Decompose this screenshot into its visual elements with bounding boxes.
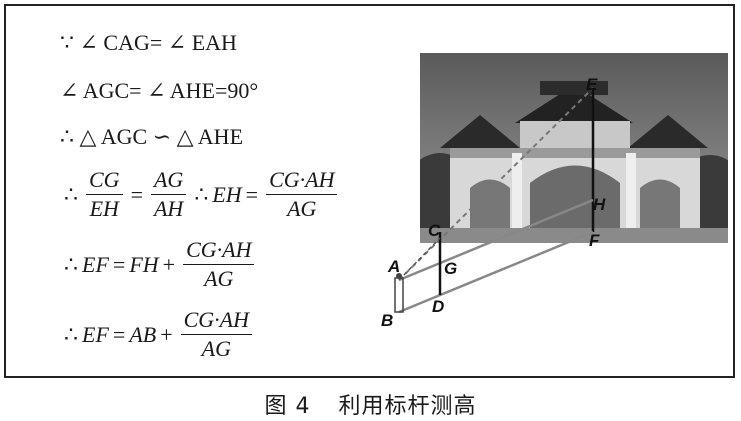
- figure-caption: 图 4 利用标杆测高: [0, 388, 741, 420]
- left-tower-roof: [440, 115, 520, 148]
- sight-line-ae: [398, 87, 594, 281]
- left-arch: [470, 179, 510, 228]
- label-e: E: [586, 75, 598, 94]
- fraction-cg-eh: CG EH: [86, 168, 123, 221]
- proof-line-1: ∵ ∠ CAG= ∠ EAH: [60, 30, 237, 55]
- main-arch: [530, 165, 620, 228]
- label-g: G: [444, 259, 457, 278]
- figure-number: 图 4: [264, 394, 311, 419]
- segment-ah: [398, 198, 594, 282]
- right-arch: [640, 179, 680, 228]
- person-ab: [394, 277, 404, 313]
- fraction-cgah-ag: CG·AH AG: [266, 168, 338, 221]
- top-roof: [540, 81, 608, 95]
- label-d: D: [432, 297, 444, 316]
- fraction-cgah-ag-3: CG·AH AG: [180, 308, 253, 361]
- label-f: F: [589, 231, 600, 250]
- segment-bf: [398, 230, 594, 314]
- gate-illustration: [420, 53, 728, 243]
- proof-equation-4: ∴ CG EH = AG AH ∴ EH = CG·AH AG: [60, 168, 341, 221]
- fraction-cgah-ag-2: CG·AH AG: [183, 238, 255, 291]
- label-c: C: [428, 221, 441, 240]
- figure-title: 利用标杆测高: [338, 394, 477, 419]
- label-b: B: [381, 311, 393, 330]
- label-h: H: [593, 195, 606, 214]
- therefore-symbol: ∴: [64, 181, 78, 207]
- proof-equation-5: ∴ EF = FH + CG·AH AG: [60, 238, 258, 291]
- gate-photo: [420, 53, 728, 243]
- fraction-ag-ah: AG AH: [150, 168, 187, 221]
- label-a: A: [387, 257, 400, 276]
- right-tower-roof: [628, 115, 708, 148]
- proof-line-3: ∴ △ AGC ∽ △ AHE: [60, 124, 244, 149]
- proof-equation-6: ∴ EF = AB + CG·AH AG: [60, 308, 256, 361]
- main-roof: [515, 85, 633, 123]
- gate-upper: [520, 121, 630, 151]
- sight-line-ac: [398, 237, 441, 281]
- proof-line-2: ∠ AGC= ∠ AHE=90°: [60, 78, 259, 103]
